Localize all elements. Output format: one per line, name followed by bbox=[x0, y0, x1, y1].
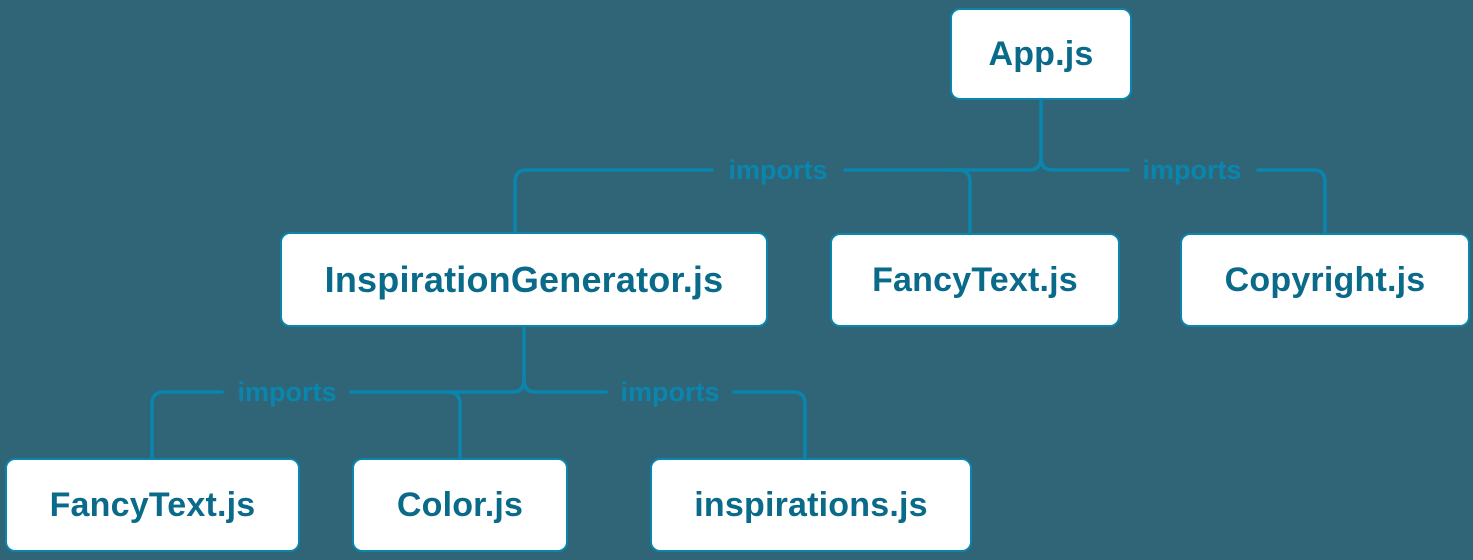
node-fancytext-js-bottom: FancyText.js bbox=[5, 458, 300, 552]
edge-app-to-copyright bbox=[1256, 168, 1327, 235]
edge-ig-fork-right bbox=[522, 378, 608, 394]
edge-ig-to-fancytext bbox=[150, 390, 224, 460]
node-copyright-js: Copyright.js bbox=[1180, 233, 1470, 327]
edge-app-to-inspirationgenerator bbox=[513, 168, 714, 234]
edge-app-to-fancytext bbox=[944, 168, 972, 235]
edge-ig-to-inspirations bbox=[732, 390, 807, 460]
edge-app-fork-left bbox=[843, 156, 1043, 172]
node-fancytext-js-top: FancyText.js bbox=[830, 233, 1120, 327]
node-inspirationgenerator-js: InspirationGenerator.js bbox=[280, 232, 768, 327]
edge-ig-fork-left bbox=[349, 378, 526, 394]
node-color-js: Color.js bbox=[352, 458, 568, 552]
edge-ig-to-color bbox=[446, 390, 462, 460]
imports-label-ig-to-inspirations: imports bbox=[620, 376, 720, 407]
node-app-js: App.js bbox=[950, 8, 1132, 100]
node-inspirations-js: inspirations.js bbox=[650, 458, 972, 552]
imports-label-app-to-copyright: imports bbox=[1142, 154, 1242, 185]
edge-app-fork-right bbox=[1039, 156, 1130, 172]
imports-label-ig-to-fancytext: imports bbox=[237, 376, 337, 407]
imports-label-app-to-inspirationgenerator: imports bbox=[728, 154, 828, 185]
